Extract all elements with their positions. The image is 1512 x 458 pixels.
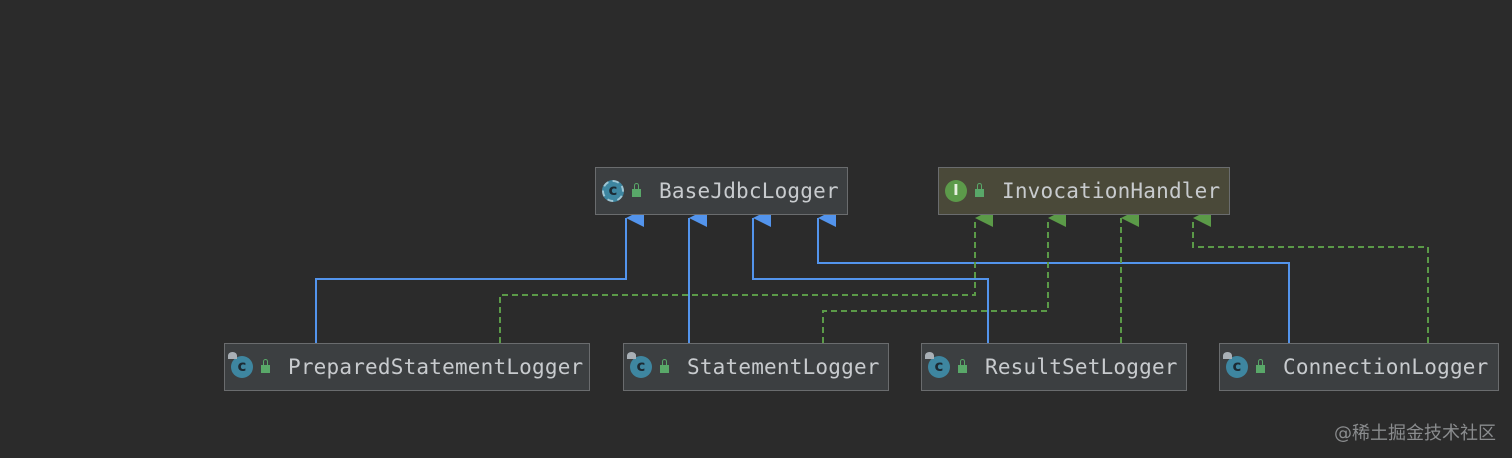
public-lock-icon bbox=[261, 359, 270, 373]
edge-connection-extends-base bbox=[817, 209, 1290, 343]
class-icon bbox=[228, 352, 253, 378]
abstract-class-icon bbox=[602, 180, 624, 202]
public-lock-icon bbox=[958, 359, 967, 373]
node-invocation-handler[interactable]: InvocationHandler bbox=[938, 167, 1230, 215]
node-prepared-statement-logger[interactable]: PreparedStatementLogger bbox=[224, 343, 590, 391]
node-result-set-logger[interactable]: ResultSetLogger bbox=[921, 343, 1187, 391]
public-lock-icon bbox=[632, 183, 641, 197]
edge-statement-implements-handler bbox=[822, 209, 1066, 343]
class-icon bbox=[1223, 352, 1248, 378]
public-lock-icon bbox=[660, 359, 669, 373]
public-lock-icon bbox=[1256, 359, 1265, 373]
public-lock-icon bbox=[975, 183, 984, 197]
edge-connection-implements-handler bbox=[1192, 209, 1429, 343]
node-statement-logger[interactable]: StatementLogger bbox=[623, 343, 889, 391]
node-label: ResultSetLogger bbox=[985, 355, 1178, 379]
edge-prepared-extends-base bbox=[315, 209, 644, 343]
node-label: PreparedStatementLogger bbox=[288, 355, 584, 379]
interface-icon bbox=[945, 180, 967, 202]
watermark-text: @稀土掘金技术社区 bbox=[1334, 423, 1496, 444]
node-label: InvocationHandler bbox=[1002, 179, 1221, 203]
node-connection-logger[interactable]: ConnectionLogger bbox=[1219, 343, 1499, 391]
edge-resultset-extends-base bbox=[752, 209, 989, 343]
edge-prepared-implements-handler bbox=[499, 209, 993, 343]
class-icon bbox=[925, 352, 950, 378]
node-label: ConnectionLogger bbox=[1283, 355, 1489, 379]
node-label: StatementLogger bbox=[687, 355, 880, 379]
class-icon bbox=[627, 352, 652, 378]
node-label: BaseJdbcLogger bbox=[659, 179, 839, 203]
node-base-jdbc-logger[interactable]: BaseJdbcLogger bbox=[595, 167, 848, 215]
